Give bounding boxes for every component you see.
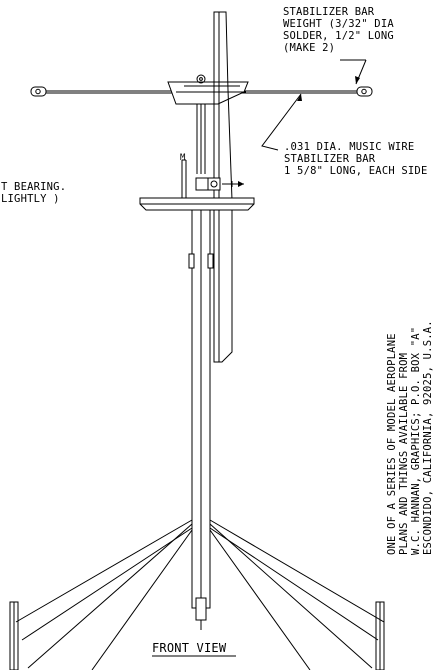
svg-text:M: M [180, 153, 186, 163]
svg-text:(MAKE 2): (MAKE 2) [283, 42, 335, 54]
rotor-hub [167, 74, 249, 105]
svg-text:STABILIZER BAR: STABILIZER BAR [283, 6, 375, 18]
svg-text:1 5/8" LONG, EACH SIDE: 1 5/8" LONG, EACH SIDE [284, 165, 427, 177]
svg-text:FRONT VIEW: FRONT VIEW [152, 641, 227, 655]
series-credit-note: ONE OF A SERIES OF MODEL AEROPLANE PLANS… [386, 320, 434, 555]
left-stabilizer-weight [30, 86, 47, 97]
bearing-ring [139, 197, 255, 211]
right-ground-post [375, 601, 385, 670]
note-music-wire: .031 DIA. MUSIC WIRE STABILIZER BAR 1 5/… [284, 141, 427, 177]
right-stabilizer-weight [356, 86, 373, 97]
svg-text:T BEARING.: T BEARING. [1, 181, 66, 193]
wire-leader [261, 93, 302, 151]
svg-text:PLANS AND THINGS AVAILABLE FR: PLANS AND THINGS AVAILABLE FROM [398, 353, 410, 555]
tower-mast [188, 209, 214, 630]
rotor-shaft [196, 104, 206, 174]
tripod-legs [15, 519, 385, 670]
svg-text:.031 DIA. MUSIC WIRE: .031 DIA. MUSIC WIRE [284, 141, 414, 153]
view-title: FRONT VIEW [152, 641, 236, 657]
svg-text:WEIGHT (3/32" DIA: WEIGHT (3/32" DIA [283, 18, 394, 30]
svg-text:ONE OF A SERIES OF MODEL AEROP: ONE OF A SERIES OF MODEL AEROPLANE [386, 333, 398, 555]
note-bearing: T BEARING. LIGHTLY ) [1, 181, 66, 205]
left-ground-post [9, 601, 19, 670]
bearing-bracket: M [180, 153, 244, 198]
svg-text:SOLDER, 1/2" LONG: SOLDER, 1/2" LONG [283, 30, 394, 42]
svg-text:W.C. HANNAN, GRAPHICS; P.O. BO: W.C. HANNAN, GRAPHICS; P.O. BOX "A" [410, 327, 422, 555]
note-stabilizer-weight: STABILIZER BAR WEIGHT (3/32" DIA SOLDER,… [283, 6, 394, 54]
svg-text:STABILIZER BAR: STABILIZER BAR [284, 153, 376, 165]
svg-text:LIGHTLY ): LIGHTLY ) [1, 193, 60, 205]
svg-text:ESCONDIDO, CALIFORNIA, 92025,: ESCONDIDO, CALIFORNIA, 92025, U.S.A. [422, 320, 434, 555]
